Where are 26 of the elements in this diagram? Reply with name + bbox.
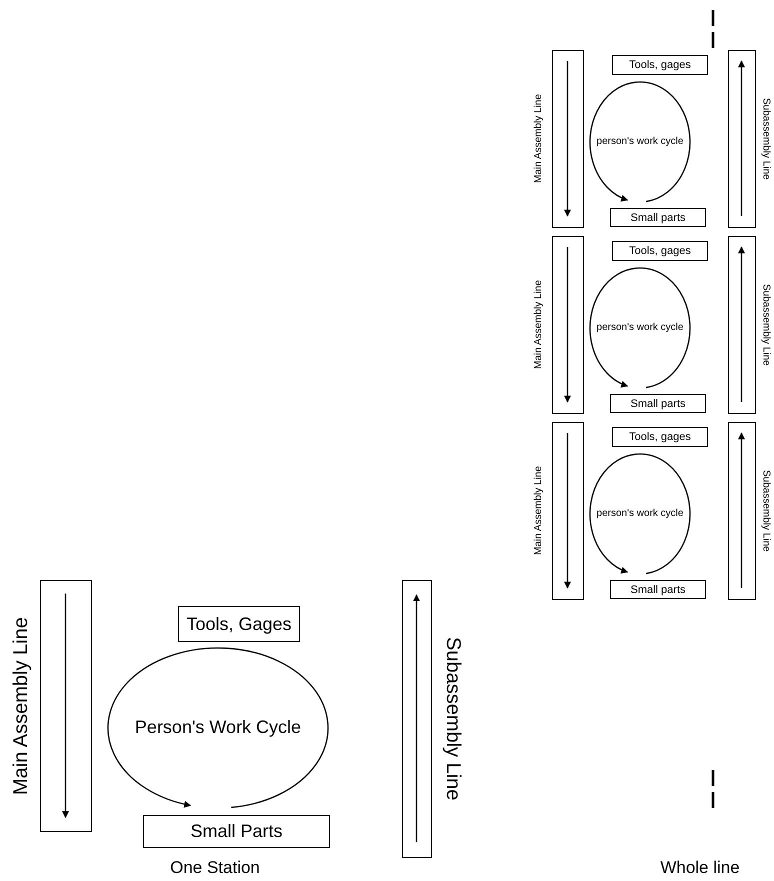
work-cycle-drawing xyxy=(590,82,690,202)
work-cycle-drawing xyxy=(108,648,328,808)
work-cycle-drawing xyxy=(590,268,690,388)
parts-bin: Small Parts xyxy=(143,815,330,848)
parts-bin: Small parts xyxy=(610,580,706,599)
line-label: Subassembly Line xyxy=(441,636,465,803)
line-label: Main Assembly Line xyxy=(532,466,545,558)
tools-rack: Tools, gages xyxy=(612,241,708,261)
parts-bin: Small parts xyxy=(610,394,706,413)
caption-label: One Station xyxy=(169,858,261,878)
cycle-label: person's work cycle xyxy=(596,136,684,147)
parts-bin: Small parts xyxy=(610,208,706,227)
line-label: Main Assembly Line xyxy=(532,94,545,186)
cycle-label: person's work cycle xyxy=(596,508,684,519)
line-label: Subassembly Line xyxy=(760,97,772,182)
caption-label: Whole line xyxy=(659,858,741,878)
line-label: Subassembly Line xyxy=(760,469,772,554)
tools-rack: Tools, gages xyxy=(612,427,708,447)
tools-rack: Tools, Gages xyxy=(178,606,300,642)
tools-rack: Tools, gages xyxy=(612,55,708,75)
work-cycle-drawing xyxy=(590,454,690,574)
cycle-label: person's work cycle xyxy=(596,322,684,333)
cycle-label: Person's Work Cycle xyxy=(134,717,302,738)
line-label: Main Assembly Line xyxy=(532,280,545,372)
line-label: Subassembly Line xyxy=(760,283,772,368)
line-label: Main Assembly Line xyxy=(9,616,33,797)
